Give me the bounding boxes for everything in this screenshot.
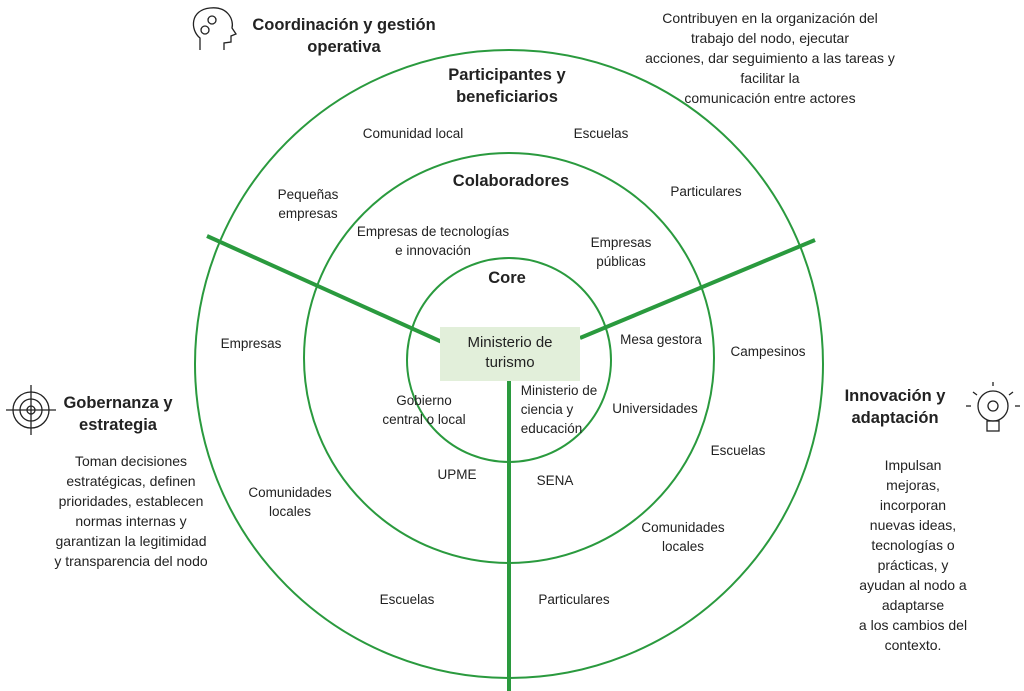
innovation-description: Impulsan mejoras, incorporan nuevas idea…: [858, 457, 968, 653]
center-label: Ministerio de turismo: [467, 334, 553, 371]
actor-label: Comunidad local: [362, 126, 464, 141]
actor-label: UPME: [437, 467, 477, 482]
actor-label: SENA: [536, 473, 574, 488]
target-icon: [6, 385, 56, 435]
innovation-title: Innovación y adaptación: [844, 387, 946, 427]
actor-label: Escuelas: [573, 126, 629, 141]
divider-right: [579, 238, 816, 340]
actor-label: Empresas: [220, 336, 282, 351]
outer-ring-label: Participantes y beneficiarios: [448, 66, 566, 106]
governance-description: Toman decisiones estratégicas, definen p…: [54, 453, 208, 569]
actor-label: Empresas de tecnologías e innovación: [356, 224, 510, 258]
actor-label: Universidades: [612, 401, 698, 416]
core-ring-label: Core: [488, 269, 526, 287]
governance-title: Gobernanza y estrategia: [63, 394, 173, 434]
actor-label: Particulares: [670, 184, 742, 199]
coordination-description: Contribuyen en la organización del traba…: [645, 10, 895, 106]
head-gears-icon: [192, 7, 237, 50]
middle-ring-label: Colaboradores: [452, 172, 570, 190]
actor-label: Pequeñas empresas: [277, 187, 339, 221]
actor-label: Comunidades locales: [641, 520, 725, 554]
actor-label: Ministerio de ciencia y educación: [520, 383, 598, 436]
actor-label: Campesinos: [730, 344, 806, 359]
actor-label: Mesa gestora: [620, 332, 702, 347]
divider-left: [206, 234, 443, 344]
actor-label: Particulares: [538, 592, 610, 607]
actor-label: Empresas públicas: [590, 235, 652, 269]
center-box: [440, 327, 580, 381]
actor-label: Escuelas: [379, 592, 435, 607]
actor-label: Comunidades locales: [248, 485, 332, 519]
coordination-title: Coordinación y gestión operativa: [252, 16, 436, 56]
lightbulb-gear-icon: [966, 382, 1020, 432]
actor-label: Gobierno central o local: [382, 393, 466, 427]
actor-label: Escuelas: [710, 443, 766, 458]
